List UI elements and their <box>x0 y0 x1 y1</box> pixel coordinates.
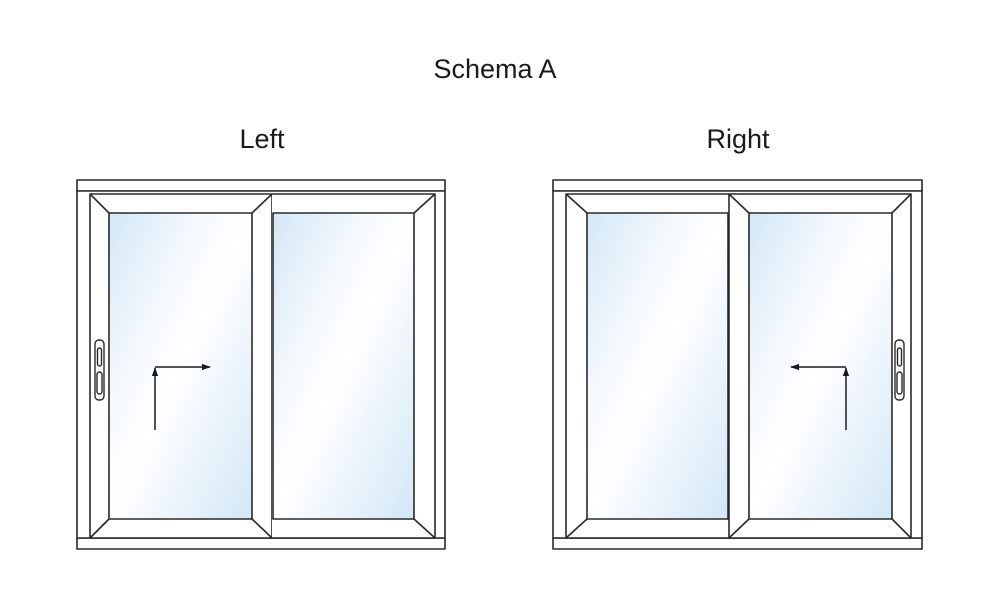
label-left: Left <box>239 124 285 154</box>
opening-arrow <box>790 363 850 430</box>
glass-pane-sliding <box>108 212 253 520</box>
opening-arrow <box>151 363 211 430</box>
handle <box>894 339 905 401</box>
top-rail <box>552 179 923 192</box>
window-left <box>76 179 446 550</box>
sliding-sash <box>728 193 912 539</box>
glass-pane-sliding <box>748 212 893 520</box>
label-right: Right <box>706 124 770 154</box>
glass-pane-fixed <box>586 212 729 520</box>
bottom-rail <box>76 537 446 550</box>
bottom-rail <box>552 537 923 550</box>
sliding-sash <box>89 193 273 539</box>
top-rail <box>76 179 446 192</box>
diagram-title: Schema A <box>433 54 557 84</box>
handle <box>94 339 105 401</box>
fixed-sash <box>272 193 436 539</box>
fixed-sash <box>565 193 729 539</box>
glass-pane-fixed <box>272 212 415 520</box>
window-right <box>552 179 923 550</box>
